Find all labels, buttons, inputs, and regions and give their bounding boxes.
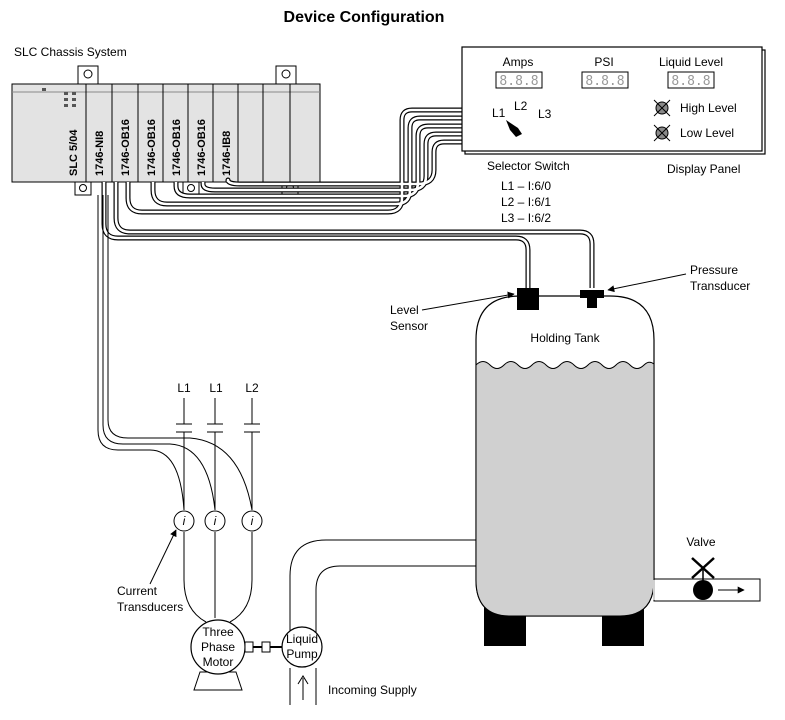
current-transducers-label-2: Transducers xyxy=(117,600,183,614)
svg-text:i: i xyxy=(214,514,217,528)
current-transducer-icon: i xyxy=(241,510,263,532)
liquid-pump xyxy=(281,626,323,668)
switch-position-l2: L2 xyxy=(514,99,528,113)
module-label: 1746-OB16 xyxy=(171,119,183,176)
holding-tank xyxy=(475,288,655,646)
power-lines xyxy=(176,398,260,623)
chassis-label: SLC Chassis System xyxy=(14,45,127,59)
selector-mapping-l3: L3 – I:6/2 xyxy=(501,211,551,225)
module-label: 1746-OB16 xyxy=(120,119,132,176)
line-label: L2 xyxy=(245,381,259,395)
module-label: 1746-IB8 xyxy=(221,131,233,176)
module-label: 1746-OB16 xyxy=(196,119,208,176)
level-sensor-label-2: Sensor xyxy=(390,319,428,333)
slc-chassis: SLC 5/04 1746-NI8 1746-OB16 1746-OB16 17… xyxy=(11,65,321,196)
display-panel-label: Display Panel xyxy=(667,162,740,176)
selector-knob-icon xyxy=(506,120,522,137)
low-level-label: Low Level xyxy=(680,126,734,140)
selector-mapping-l1: L1 – I:6/0 xyxy=(501,179,551,193)
valve-label: Valve xyxy=(686,535,715,549)
level-sensor-icon xyxy=(517,288,539,310)
pressure-transducer-icon xyxy=(580,290,604,298)
low-level-lamp-icon xyxy=(653,124,671,142)
level-sensor-arrow xyxy=(421,291,515,311)
pump-label-2: Pump xyxy=(286,647,318,661)
motor-label: Three xyxy=(202,625,234,639)
holding-tank-label: Holding Tank xyxy=(530,331,600,345)
selector-switch-label: Selector Switch xyxy=(487,159,570,173)
line-label: L1 xyxy=(209,381,223,395)
module-label: 1746-OB16 xyxy=(146,119,158,176)
readout-label-liquid-level: Liquid Level xyxy=(659,55,723,69)
current-transducer-icon: i xyxy=(204,510,226,532)
pressure-transducer-label-2: Transducer xyxy=(690,279,750,293)
current-transducers-label: Current xyxy=(117,584,158,598)
signal-cables xyxy=(97,107,595,511)
pressure-transducer-label: Pressure xyxy=(690,263,738,277)
selector-mapping-l2: L2 – I:6/1 xyxy=(501,195,551,209)
module-label: SLC 5/04 xyxy=(68,129,80,176)
readout-label-psi: PSI xyxy=(594,55,613,69)
current-transducers-arrow xyxy=(149,529,177,585)
switch-position-l1: L1 xyxy=(492,106,506,120)
motor-label-3: Motor xyxy=(203,655,234,669)
readout-label-amps: Amps xyxy=(503,55,534,69)
display-panel: Amps 8.8.8 PSI 8.8.8 Liquid Level 8.8.8 … xyxy=(461,46,766,155)
inlet-pipe xyxy=(289,539,476,705)
motor-label-2: Phase xyxy=(201,640,235,654)
readout-liquid-level: 8.8.8 xyxy=(671,74,710,89)
high-level-lamp-icon xyxy=(653,99,671,117)
diagram-title: Device Configuration xyxy=(284,9,445,26)
high-level-label: High Level xyxy=(680,101,737,115)
svg-text:i: i xyxy=(183,514,186,528)
current-transducer-icon: i xyxy=(173,510,195,532)
line-label: L1 xyxy=(177,381,191,395)
incoming-supply-label: Incoming Supply xyxy=(328,683,417,697)
valve-icon[interactable] xyxy=(691,557,715,600)
readout-amps: 8.8.8 xyxy=(499,74,538,89)
switch-position-l3: L3 xyxy=(538,107,552,121)
level-sensor-label: Level xyxy=(390,303,419,317)
three-phase-motor xyxy=(190,619,283,691)
pump-label: Liquid xyxy=(286,632,318,646)
svg-text:i: i xyxy=(251,514,254,528)
pressure-transducer-arrow xyxy=(607,273,687,293)
readout-psi: 8.8.8 xyxy=(585,74,624,89)
module-label: 1746-NI8 xyxy=(94,131,106,176)
